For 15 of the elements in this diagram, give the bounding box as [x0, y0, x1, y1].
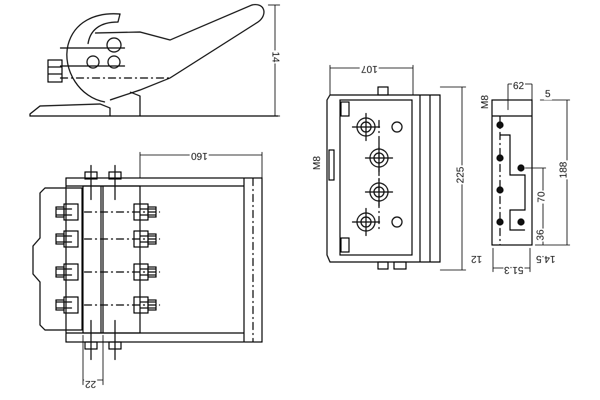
dimension-value: M8: [312, 155, 323, 171]
dimension-value: 107: [360, 63, 379, 73]
dimension-value: 36: [536, 228, 547, 242]
dimension-value: 5: [544, 90, 552, 100]
dimension-value: 225: [456, 166, 466, 184]
dimension-value: 14: [270, 50, 280, 64]
dimension-value: 188: [559, 160, 570, 180]
dimension-value: M8: [480, 94, 491, 110]
dimension-value: 51.3: [503, 264, 524, 274]
dimension-value: 160: [190, 150, 209, 160]
dimension-value: 12: [470, 253, 484, 263]
dimension-value: 14.5: [535, 253, 556, 263]
dimension-value: 70: [538, 190, 548, 204]
dimension-value: 22: [84, 378, 98, 388]
dimension-value: 62: [512, 82, 526, 92]
